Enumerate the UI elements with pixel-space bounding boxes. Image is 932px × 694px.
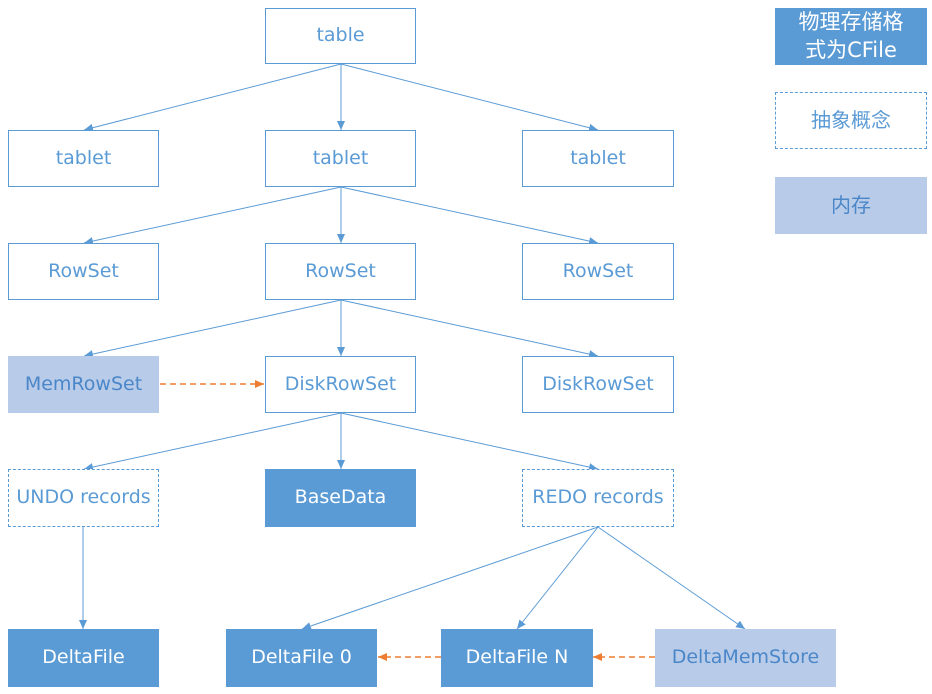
node-basedata: BaseData xyxy=(265,469,416,527)
legend-physical-storage: 物理存储格式为CFile xyxy=(775,8,927,65)
edge-redo-deltafile-n xyxy=(516,526,599,630)
edge-rowset-memrowset xyxy=(83,299,342,358)
node-tablet-right: tablet xyxy=(522,130,674,187)
node-deltafile-undo: DeltaFile xyxy=(8,629,159,687)
node-tablet-mid: tablet xyxy=(265,130,416,187)
legend-abstract-concept: 抽象概念 xyxy=(775,92,927,149)
edge-diskrowset-undo xyxy=(83,412,342,471)
node-deltafile-0: DeltaFile 0 xyxy=(226,629,377,687)
node-diskrowset-mid: DiskRowSet xyxy=(265,356,416,413)
node-diskrowset-right: DiskRowSet xyxy=(522,356,674,413)
node-deltamemstore: DeltaMemStore xyxy=(655,629,836,687)
node-rowset-left: RowSet xyxy=(8,243,159,300)
legend-memory: 内存 xyxy=(775,177,927,234)
edge-redo-deltamemstore xyxy=(597,526,746,630)
node-tablet-left: tablet xyxy=(8,130,159,187)
node-table: table xyxy=(265,8,416,64)
node-deltafile-n: DeltaFile N xyxy=(441,629,593,687)
edge-diskrowset-redo xyxy=(340,412,599,471)
node-undo-records: UNDO records xyxy=(8,469,159,527)
edge-table-tablet-left xyxy=(83,63,342,132)
node-redo-records: REDO records xyxy=(522,469,674,527)
edge-tablet-rowset-right xyxy=(340,186,599,245)
node-rowset-right: RowSet xyxy=(522,243,674,300)
edge-redo-deltafile-0 xyxy=(301,526,599,630)
node-memrowset: MemRowSet xyxy=(8,356,159,413)
edge-table-tablet-right xyxy=(340,63,599,132)
node-rowset-mid: RowSet xyxy=(265,243,416,300)
edge-tablet-rowset-left xyxy=(83,186,342,245)
edge-rowset-diskrowset-right xyxy=(340,299,599,358)
